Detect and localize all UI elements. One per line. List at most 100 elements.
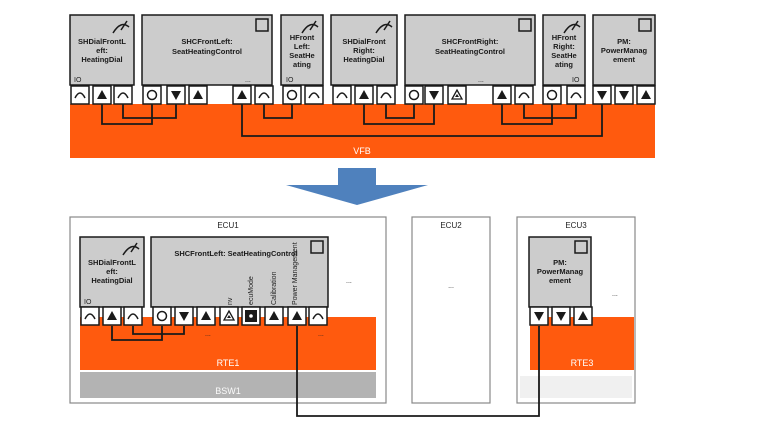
io-label: IO: [286, 77, 294, 84]
ports-layer: [70, 85, 656, 326]
port-tri[interactable]: [219, 306, 239, 326]
ecu1-connectors: [111, 326, 185, 341]
port-up[interactable]: [232, 85, 252, 105]
comp-line: HFront: [552, 33, 577, 42]
port-dots: ...: [318, 331, 324, 338]
port-up[interactable]: [188, 85, 208, 105]
dial-icon: [375, 20, 393, 34]
port-down[interactable]: [614, 85, 634, 105]
comp-line: SHCFrontLeft:: [181, 37, 232, 46]
comp-line: HeatingDial: [81, 55, 122, 64]
ecu1-shdial[interactable]: SHDialFrontL eft: HeatingDial IO: [79, 236, 145, 308]
port-label-ecumode: ecuMode: [248, 276, 255, 305]
port-mode[interactable]: [241, 306, 261, 326]
comp-line: HFront: [290, 33, 315, 42]
port-up[interactable]: [92, 85, 112, 105]
ecu2-dots: ...: [448, 283, 454, 290]
ecu2-label: ECU2: [440, 221, 462, 230]
comp-line: Right:: [353, 46, 375, 55]
port-arc[interactable]: [376, 85, 396, 105]
vfb-component-shc-fl[interactable]: SHCFrontLeft: SeatHeatingControl ...: [141, 14, 273, 86]
comp-line: SHCFrontRight:: [442, 37, 499, 46]
comp-line: SeatHeatingControl: [435, 47, 505, 56]
vfb-component-hfront-left[interactable]: HFront Left: SeatHe ating IO: [280, 14, 324, 86]
port-up[interactable]: [196, 306, 216, 326]
composition-icon: [255, 18, 269, 32]
port-down[interactable]: [529, 306, 549, 326]
port-circle[interactable]: [542, 85, 562, 105]
port-down[interactable]: [174, 306, 194, 326]
port-circle[interactable]: [282, 85, 302, 105]
port-arc[interactable]: [70, 85, 90, 105]
port-down[interactable]: [551, 306, 571, 326]
port-up[interactable]: [102, 306, 122, 326]
comp-line: eft:: [96, 46, 108, 55]
vfb-component-shc-fr[interactable]: SHCFrontRight: SeatHeatingControl ...: [404, 14, 536, 86]
comp-line: ement: [613, 55, 636, 64]
port-down[interactable]: [592, 85, 612, 105]
ecu3-pm[interactable]: PM: PowerManag ement: [528, 236, 592, 308]
port-up[interactable]: [264, 306, 284, 326]
port-arc[interactable]: [80, 306, 100, 326]
port-up[interactable]: [354, 85, 374, 105]
ecu1-shc[interactable]: SHCFrontLeft: SeatHeatingControl ... nv …: [150, 236, 352, 338]
ecu3-dots: ...: [612, 291, 618, 298]
comp-line: Left:: [294, 42, 310, 51]
ecu2[interactable]: ECU2 ...: [411, 216, 491, 404]
port-arc[interactable]: [123, 306, 143, 326]
composition-icon: [310, 240, 324, 254]
port-up[interactable]: [573, 306, 593, 326]
comp-line: SHDialFront: [342, 37, 386, 46]
port-arc[interactable]: [308, 306, 328, 326]
vfb-connectors: [101, 104, 603, 137]
comp-line: Right:: [553, 42, 575, 51]
comp-line: PowerManag: [537, 267, 584, 276]
vfb-component-shdial-fl[interactable]: SHDialFrontL eft: HeatingDial IO: [69, 14, 135, 86]
port-up[interactable]: [492, 85, 512, 105]
ecu3-label: ECU3: [565, 221, 587, 230]
composition-icon: [638, 18, 652, 32]
inter-ecu-connector: [296, 326, 540, 417]
rte1-bar: [80, 317, 376, 370]
port-down[interactable]: [424, 85, 444, 105]
port-arc[interactable]: [566, 85, 586, 105]
port-label-power-management: Power Management: [292, 242, 299, 305]
comp-line: eft:: [106, 267, 118, 276]
port-arc[interactable]: [332, 85, 352, 105]
comp-line: SHDialFrontL: [78, 37, 126, 46]
dots: ...: [245, 77, 251, 84]
comp-line: PowerManag: [601, 46, 648, 55]
comp-line: ement: [549, 276, 572, 285]
rte1-label: RTE1: [217, 358, 240, 368]
vfb-bus: [70, 104, 655, 158]
vfb-component-pm[interactable]: PM: PowerManag ement: [592, 14, 656, 86]
io-label: IO: [572, 77, 580, 84]
port-arc[interactable]: [514, 85, 534, 105]
port-circle[interactable]: [142, 85, 162, 105]
comp-line: ating: [293, 60, 311, 69]
vfb-component-hfront-right[interactable]: HFront Right: SeatHe ating IO: [542, 14, 586, 86]
comp-line: HeatingDial: [343, 55, 384, 64]
rte3-bar: [530, 317, 634, 370]
composition-icon: [574, 240, 588, 254]
port-tri[interactable]: [447, 85, 467, 105]
vfb-label: VFB: [353, 146, 371, 156]
port-arc[interactable]: [304, 85, 324, 105]
port-up[interactable]: [636, 85, 656, 105]
vfb-component-shdial-fr[interactable]: SHDialFront Right: HeatingDial: [330, 14, 398, 86]
comp-line: SeatHeatingControl: [172, 47, 242, 56]
port-arc[interactable]: [113, 85, 133, 105]
port-arc[interactable]: [254, 85, 274, 105]
ecu1-label: ECU1: [217, 221, 239, 230]
port-circle[interactable]: [152, 306, 172, 326]
comp-line: SHDialFrontL: [88, 258, 136, 267]
port-label-calibration: Calibration: [271, 271, 278, 305]
port-up[interactable]: [287, 306, 307, 326]
io-label: IO: [74, 77, 82, 84]
port-down[interactable]: [166, 85, 186, 105]
comp-line: ating: [555, 60, 573, 69]
port-circle[interactable]: [404, 85, 424, 105]
comp-line: PM:: [617, 37, 631, 46]
comp-line: PM:: [553, 258, 567, 267]
